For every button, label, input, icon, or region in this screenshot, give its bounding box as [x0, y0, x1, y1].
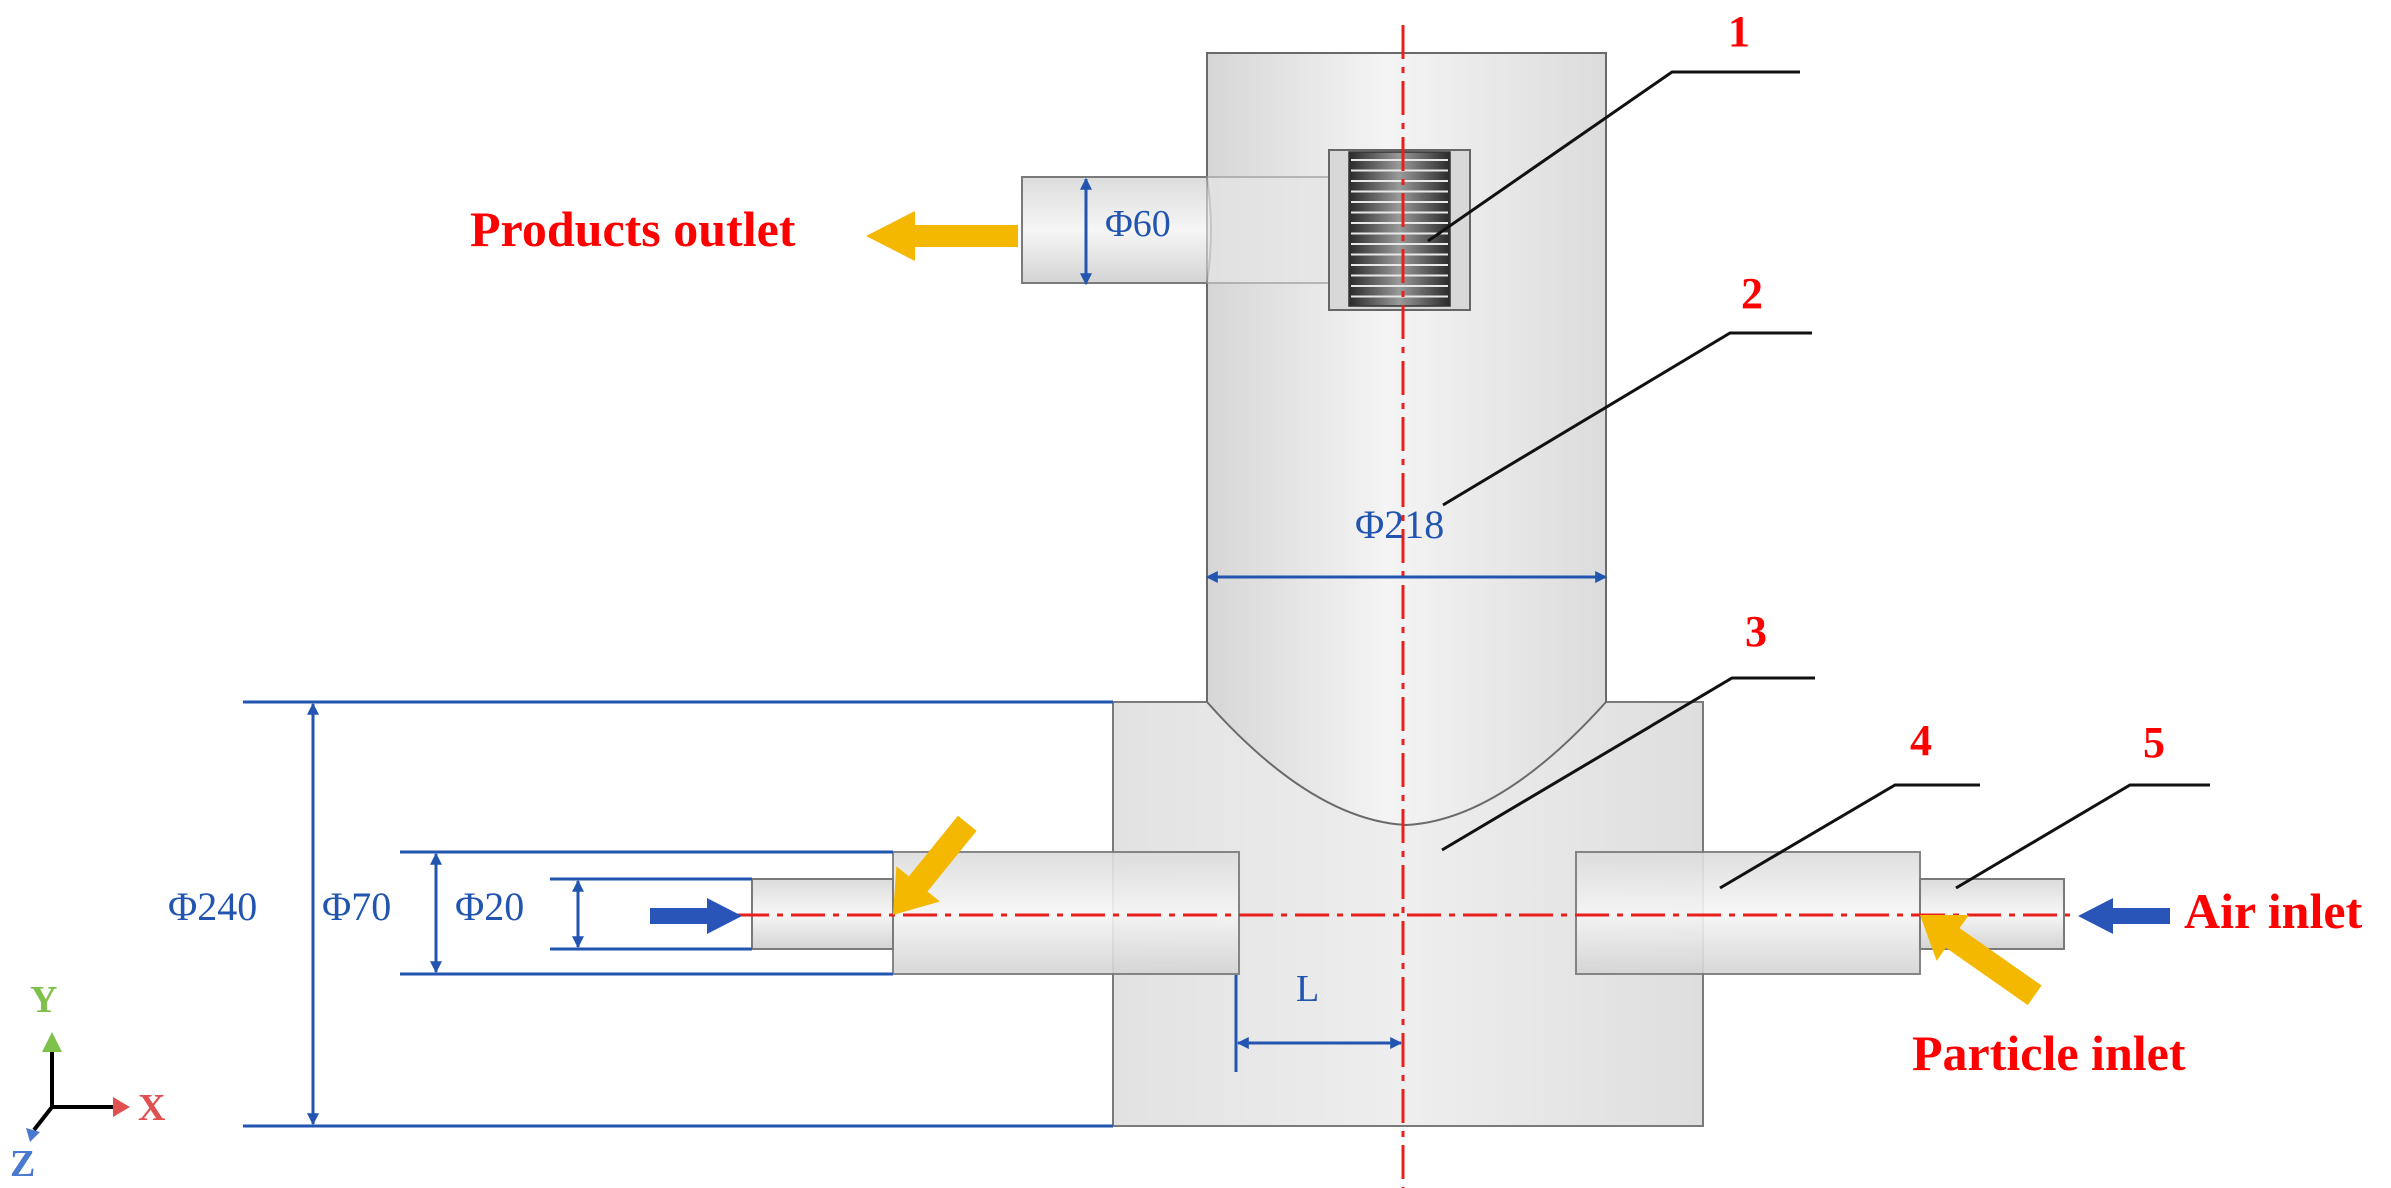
particle-inlet-label: Particle inlet	[1912, 1025, 2186, 1081]
axis-y-arrowhead	[42, 1032, 62, 1052]
leader-3	[1441, 676, 1815, 852]
left-air-inlet-arrow	[650, 898, 742, 934]
axis-z-label: Z	[10, 1143, 35, 1185]
dim-phi60: Φ60	[1105, 203, 1171, 245]
axis-x-label: X	[138, 1087, 165, 1129]
axis-x-arrowhead	[113, 1097, 130, 1117]
left-particle-inlet-arrow	[893, 815, 977, 915]
dim-phi240: Φ240	[168, 884, 257, 929]
right-air-inlet-arrow	[2078, 898, 2170, 934]
axis-z-line	[32, 1105, 54, 1132]
rotor-blades	[1351, 159, 1448, 298]
coordinate-axes: X Y Z	[10, 979, 165, 1185]
leader-2	[1442, 331, 1812, 507]
part-number-3: 3	[1745, 607, 1767, 656]
dim-phi20: Φ20	[455, 884, 524, 929]
part-number-5: 5	[2143, 718, 2165, 767]
axis-z-arrowhead	[26, 1128, 40, 1142]
air-inlet-label: Air inlet	[2184, 883, 2363, 939]
leader-4	[1719, 783, 1980, 890]
dim-phi218: Φ218	[1355, 502, 1444, 547]
leader-5	[1955, 783, 2210, 890]
leader-1	[1427, 70, 1800, 243]
part-number-2: 2	[1741, 269, 1763, 318]
classifier-rotor	[1348, 151, 1451, 307]
axis-y-label: Y	[30, 979, 57, 1021]
products-outlet-label: Products outlet	[470, 201, 796, 257]
products-outlet-arrow	[866, 211, 1018, 261]
right-particle-inlet-arrow	[1920, 915, 2042, 1006]
part-number-1: 1	[1728, 7, 1750, 56]
dim-L: L	[1296, 968, 1319, 1010]
part-number-4: 4	[1910, 716, 1932, 765]
left-large-pipe	[892, 851, 1240, 975]
dim-phi70: Φ70	[322, 884, 391, 929]
